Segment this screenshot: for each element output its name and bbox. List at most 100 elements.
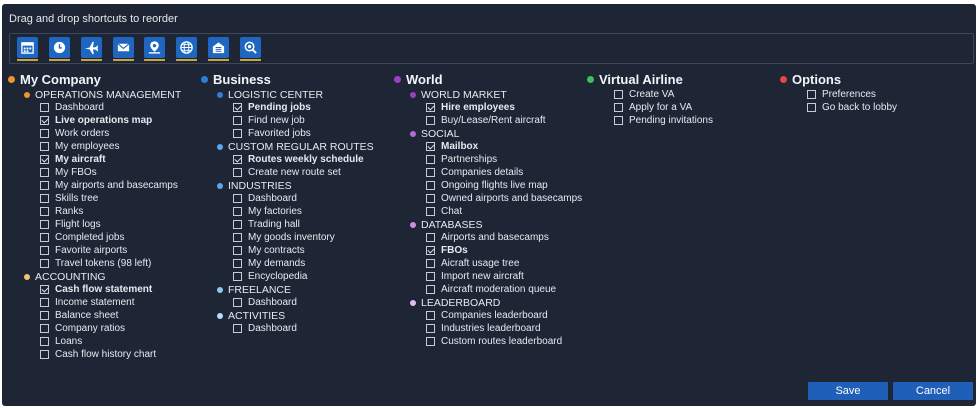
shortcut-option[interactable]: My employees [8,140,181,153]
checkbox[interactable] [614,116,623,125]
checkbox[interactable] [40,181,49,190]
shortcut-option[interactable]: Dashboard [201,296,374,309]
checkbox[interactable] [426,259,435,268]
shortcut-option[interactable]: My goods inventory [201,231,374,244]
checkbox[interactable] [426,246,435,255]
checkbox[interactable] [40,103,49,112]
cancel-button[interactable]: Cancel [893,382,973,400]
shortcut-option[interactable]: Preferences [780,88,897,101]
checkbox[interactable] [426,155,435,164]
shortcut-option[interactable]: Companies leaderboard [394,309,582,322]
checkbox[interactable] [614,103,623,112]
shortcut-option[interactable]: My contracts [201,244,374,257]
shortcut-option[interactable]: Industries leaderboard [394,322,582,335]
checkbox[interactable] [426,142,435,151]
shortcut-option[interactable]: Company ratios [8,322,181,335]
shortcut-option[interactable]: Balance sheet [8,309,181,322]
shortcut-option[interactable]: Pending jobs [201,101,374,114]
shortcut-option[interactable]: My aircraft [8,153,181,166]
checkbox[interactable] [40,129,49,138]
shortcut-option[interactable]: Encyclopedia [201,270,374,283]
shortcut-option[interactable]: Ongoing flights live map [394,179,582,192]
checkbox[interactable] [40,311,49,320]
clock-icon[interactable] [49,37,70,61]
checkbox[interactable] [426,168,435,177]
checkbox[interactable] [807,103,816,112]
search-icon[interactable] [240,37,261,61]
shortcut-option[interactable]: Flight logs [8,218,181,231]
shortcut-option[interactable]: My airports and basecamps [8,179,181,192]
checkbox[interactable] [233,155,242,164]
checkbox[interactable] [40,246,49,255]
shortcut-option[interactable]: Trading hall [201,218,374,231]
shortcut-option[interactable]: Airports and basecamps [394,231,582,244]
shortcut-option[interactable]: Find new job [201,114,374,127]
shortcut-option[interactable]: Live operations map [8,114,181,127]
shortcut-option[interactable]: Create VA [587,88,713,101]
checkbox[interactable] [426,103,435,112]
checkbox[interactable] [426,194,435,203]
calendar-icon[interactable] [17,37,38,61]
shortcut-option[interactable]: Aicraft usage tree [394,257,582,270]
checkbox[interactable] [40,285,49,294]
checkbox[interactable] [233,246,242,255]
checkbox[interactable] [233,194,242,203]
shortcut-option[interactable]: Completed jobs [8,231,181,244]
shortcut-option[interactable]: Ranks [8,205,181,218]
shortcut-option[interactable]: Skills tree [8,192,181,205]
shortcut-option[interactable]: Routes weekly schedule [201,153,374,166]
checkbox[interactable] [426,285,435,294]
airplane-icon[interactable] [81,37,102,61]
shortcut-option[interactable]: Travel tokens (98 left) [8,257,181,270]
shortcut-option[interactable]: Work orders [8,127,181,140]
shortcut-option[interactable]: Favorite airports [8,244,181,257]
checkbox[interactable] [233,272,242,281]
checkbox[interactable] [233,259,242,268]
shortcut-option[interactable]: Create new route set [201,166,374,179]
checkbox[interactable] [40,116,49,125]
checkbox[interactable] [233,324,242,333]
shortcut-option[interactable]: Mailbox [394,140,582,153]
shortcut-option[interactable]: Companies details [394,166,582,179]
shortcut-option[interactable]: My FBOs [8,166,181,179]
shortcut-option[interactable]: Custom routes leaderboard [394,335,582,348]
checkbox[interactable] [40,142,49,151]
checkbox[interactable] [40,207,49,216]
checkbox[interactable] [40,337,49,346]
hangar-icon[interactable] [208,37,229,61]
checkbox[interactable] [233,129,242,138]
globe-icon[interactable] [176,37,197,61]
shortcut-option[interactable]: My factories [201,205,374,218]
checkbox[interactable] [614,90,623,99]
checkbox[interactable] [40,233,49,242]
shortcut-option[interactable]: Go back to lobby [780,101,897,114]
checkbox[interactable] [233,168,242,177]
shortcut-option[interactable]: Apply for a VA [587,101,713,114]
shortcut-option[interactable]: My demands [201,257,374,270]
checkbox[interactable] [426,337,435,346]
save-button[interactable]: Save [808,382,888,400]
checkbox[interactable] [426,116,435,125]
checkbox[interactable] [233,103,242,112]
checkbox[interactable] [40,168,49,177]
shortcut-option[interactable]: Import new aircraft [394,270,582,283]
shortcut-option[interactable]: Buy/Lease/Rent aircraft [394,114,582,127]
checkbox[interactable] [426,324,435,333]
shortcut-option[interactable]: Owned airports and basecamps [394,192,582,205]
shortcut-option[interactable]: Partnerships [394,153,582,166]
shortcut-option[interactable]: Cash flow history chart [8,348,181,361]
checkbox[interactable] [40,324,49,333]
map-pin-icon[interactable] [144,37,165,61]
checkbox[interactable] [233,116,242,125]
shortcut-option[interactable]: Dashboard [8,101,181,114]
checkbox[interactable] [233,233,242,242]
shortcut-option[interactable]: Pending invitations [587,114,713,127]
checkbox[interactable] [426,311,435,320]
shortcut-option[interactable]: Loans [8,335,181,348]
checkbox[interactable] [426,207,435,216]
checkbox[interactable] [40,350,49,359]
mail-icon[interactable] [113,37,134,61]
shortcut-option[interactable]: Income statement [8,296,181,309]
shortcut-option[interactable]: Dashboard [201,322,374,335]
checkbox[interactable] [807,90,816,99]
